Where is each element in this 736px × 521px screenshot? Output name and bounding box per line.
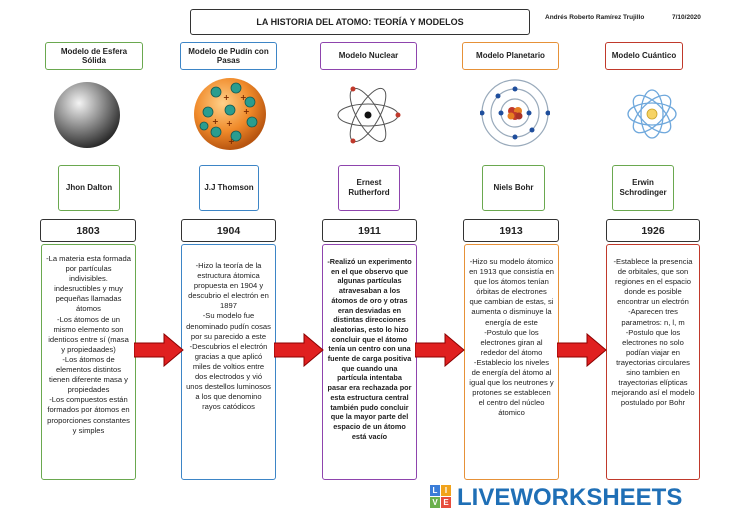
svg-text:+: +	[228, 137, 235, 146]
timeline-arrow-3	[415, 333, 465, 367]
model-title-dalton: Modelo de Esfera Sólida	[45, 42, 143, 70]
scientist-bohr: Niels Bohr	[482, 165, 545, 211]
author-name: Andrés Roberto Ramírez Trujillo	[545, 14, 645, 21]
model-title-rutherford: Modelo Nuclear	[320, 42, 417, 70]
timeline-arrow-1	[134, 333, 184, 367]
date: 7/10/2020	[672, 14, 701, 21]
description-rutherford: -Realizó un experimento en el que observ…	[322, 244, 417, 480]
svg-text:+: +	[226, 119, 233, 128]
liveworksheets-logo-icon: L I V E	[430, 485, 454, 511]
scientist-dalton: Jhon Dalton	[58, 165, 120, 211]
description-bohr: -Hizo su modelo átomico en 1913 que cons…	[464, 244, 559, 480]
model-title-schrodinger: Modelo Cuántico	[605, 42, 683, 70]
model-title-bohr: Modelo Planetario	[462, 42, 559, 70]
page-title: LA HISTORIA DEL ATOMO: TEORÍA Y MODELOS	[190, 9, 530, 35]
nuclear-atom-icon	[337, 86, 401, 144]
svg-text:+: +	[243, 107, 250, 116]
planetary-atom-icon	[480, 79, 550, 147]
year-1803: 1803	[40, 219, 136, 242]
liveworksheets-logo-text: LIVEWORKSHEETS	[457, 484, 683, 511]
solid-sphere-icon	[54, 82, 120, 148]
year-1904: 1904	[181, 219, 276, 242]
timeline-arrow-4	[557, 333, 607, 367]
scientist-schrodinger: Erwin Schrodinger	[612, 165, 674, 211]
scientist-thomson: J.J Thomson	[199, 165, 259, 211]
description-dalton: -La materia esta formada por partículas …	[41, 244, 136, 480]
model-title-thomson: Modelo de Pudín con Pasas	[180, 42, 277, 70]
year-1913: 1913	[463, 219, 559, 242]
liveworksheets-logo[interactable]: L I V E LIVEWORKSHEETS	[430, 482, 726, 514]
svg-text:+: +	[212, 117, 219, 126]
scientist-rutherford: Ernest Rutherford	[338, 165, 400, 211]
quantum-orbital-icon	[627, 89, 677, 139]
svg-text:+: +	[240, 93, 247, 102]
year-1911: 1911	[322, 219, 417, 242]
timeline-arrow-2	[274, 333, 324, 367]
description-thomson: -Hizo la teoría de la estructura átomica…	[181, 244, 276, 480]
plum-pudding-icon: + + + + + +	[194, 78, 266, 150]
svg-text:+: +	[223, 93, 230, 102]
description-schrodinger: -Establece la presencia de orbitales, qu…	[606, 244, 700, 480]
year-1926: 1926	[606, 219, 700, 242]
